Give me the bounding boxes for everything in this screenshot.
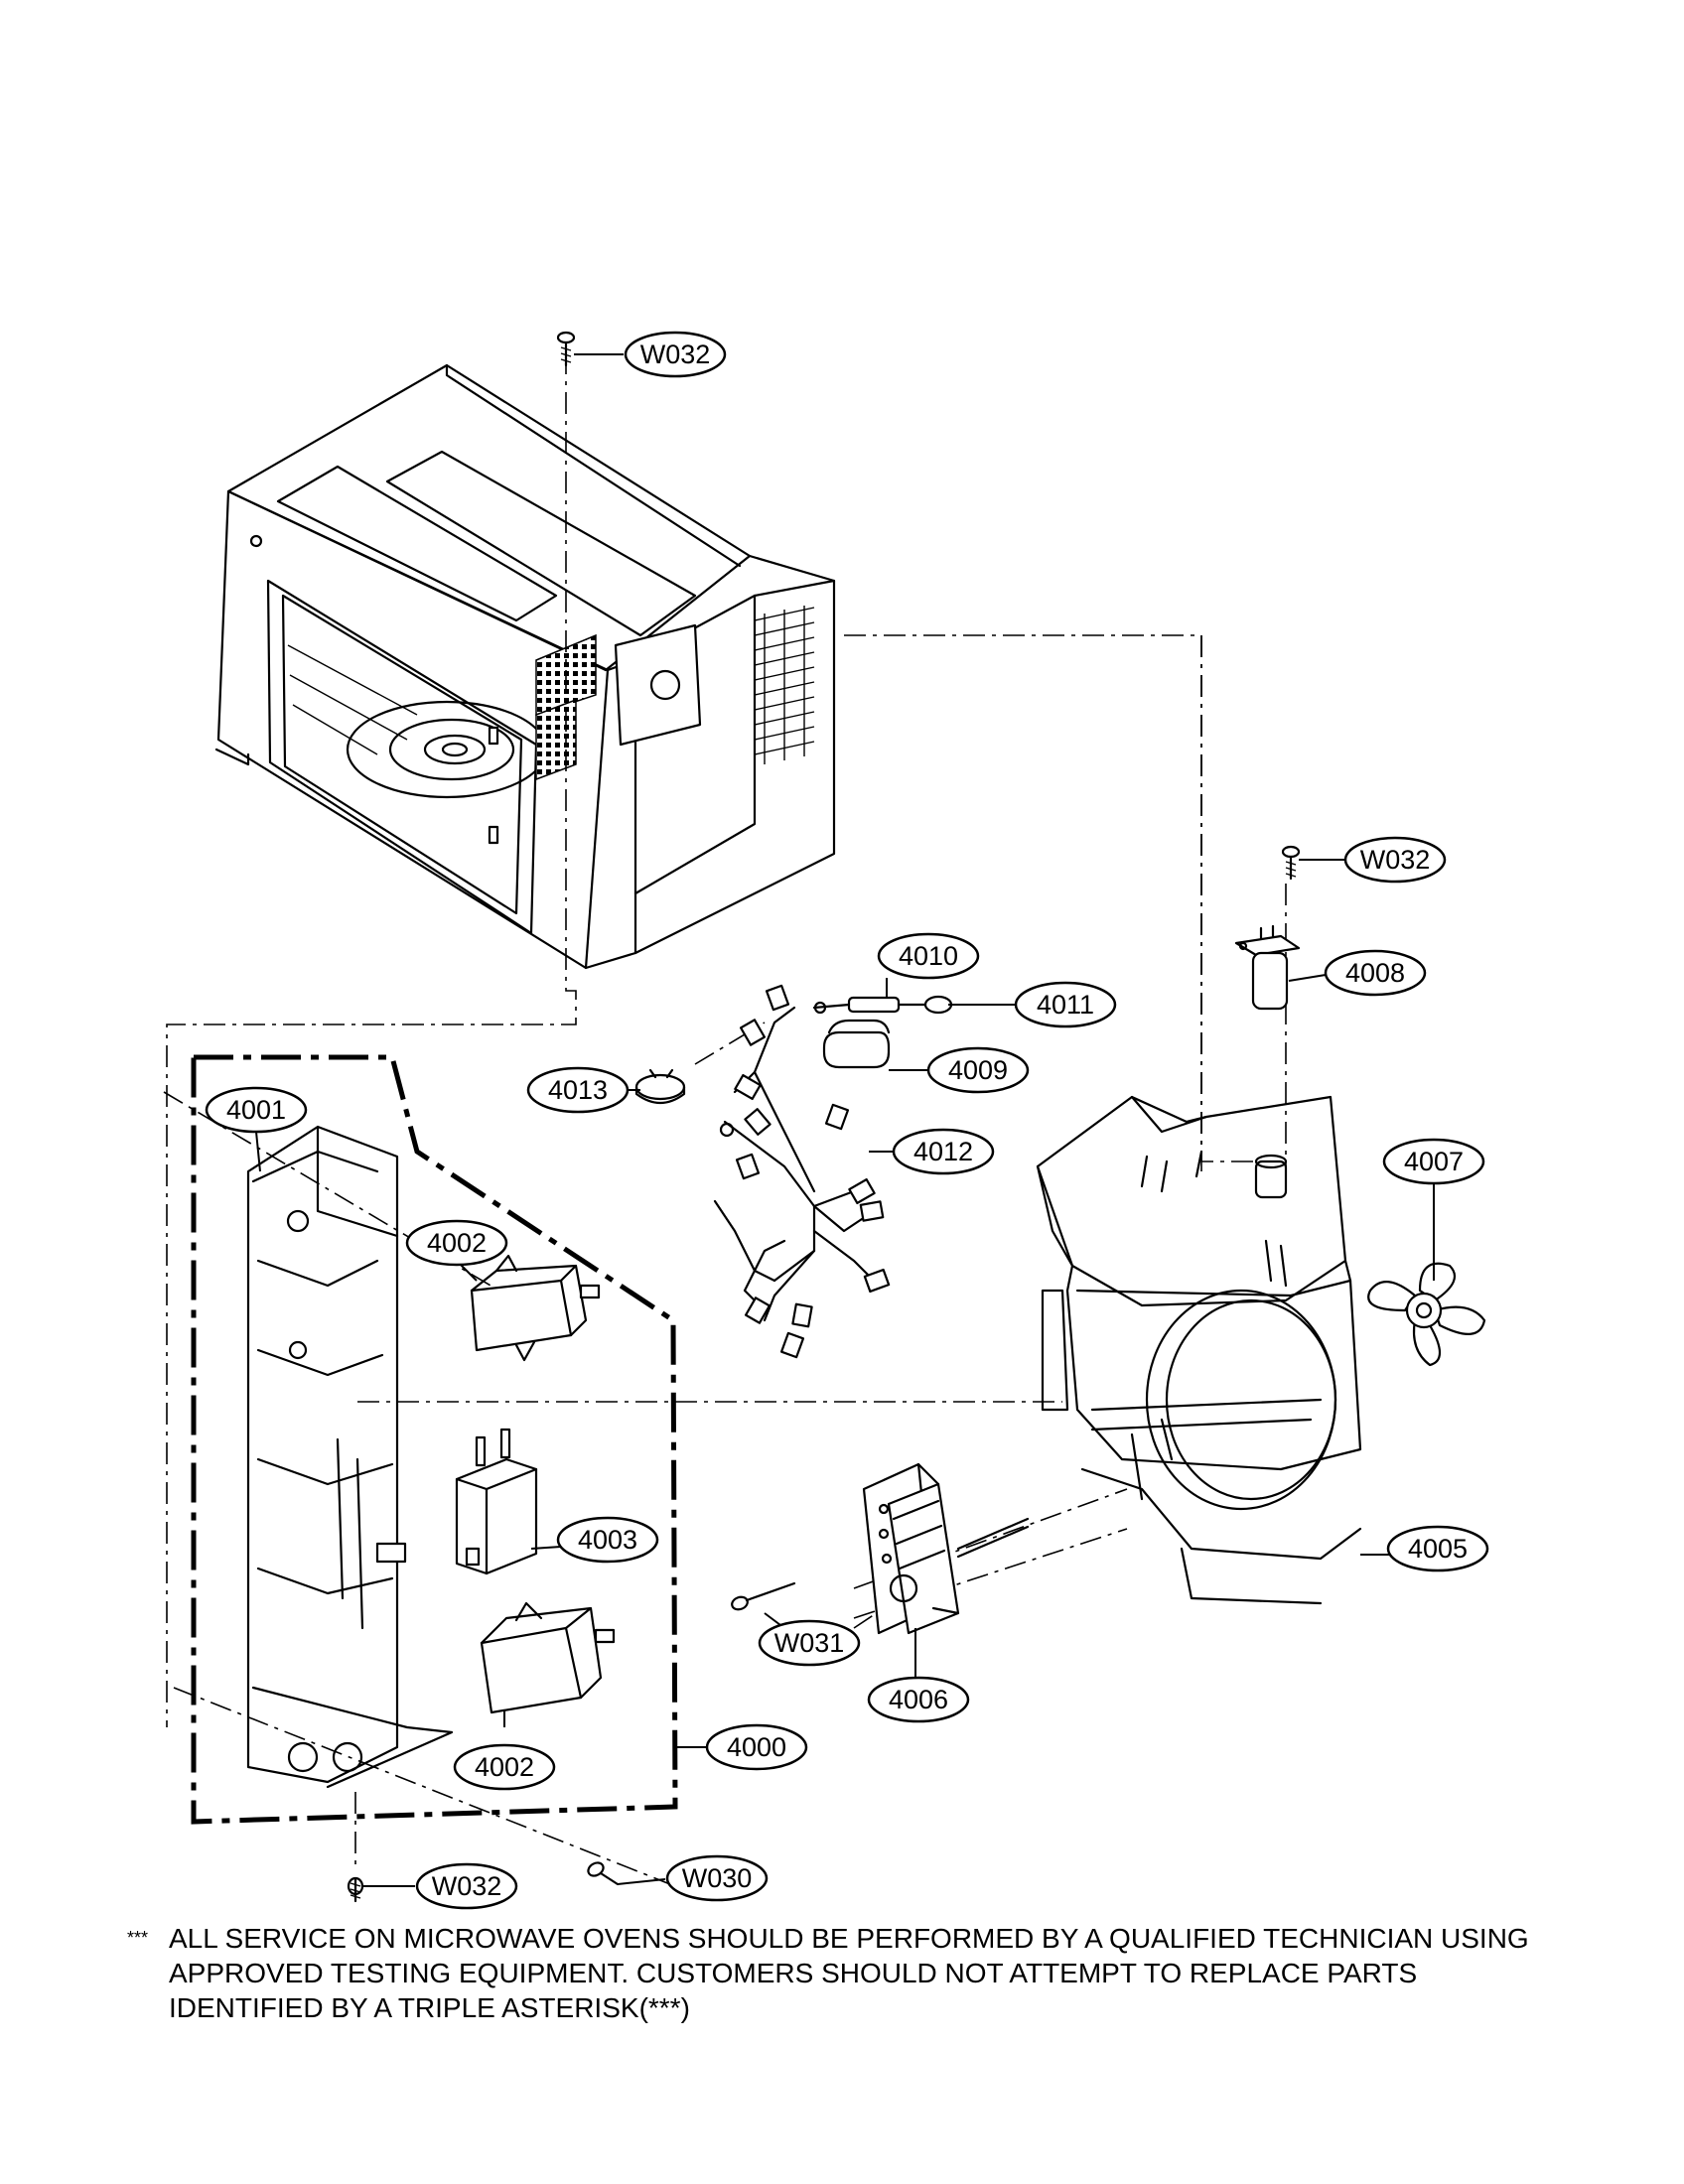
note-line-2: APPROVED TESTING EQUIPMENT. CUSTOMERS SH… bbox=[169, 1958, 1418, 1988]
svg-text:4001: 4001 bbox=[226, 1095, 286, 1125]
svg-text:4009: 4009 bbox=[948, 1055, 1008, 1085]
svg-text:4006: 4006 bbox=[889, 1685, 948, 1714]
callout-w032-top: W032 bbox=[624, 331, 727, 378]
switch-4003 bbox=[455, 1428, 538, 1575]
svg-text:W031: W031 bbox=[774, 1628, 845, 1658]
callout-4012: 4012 bbox=[892, 1128, 995, 1175]
screw-w030 bbox=[587, 1861, 620, 1886]
callout-4002-bottom: 4002 bbox=[453, 1743, 556, 1791]
screw-w031 bbox=[731, 1581, 796, 1611]
triple-asterisk-marker: *** bbox=[127, 1928, 149, 1948]
callout-4000: 4000 bbox=[705, 1723, 808, 1771]
wire-harness-4012 bbox=[713, 984, 891, 1359]
callout-4006: 4006 bbox=[867, 1676, 970, 1723]
svg-text:4013: 4013 bbox=[548, 1075, 608, 1105]
screw-w032-bottom bbox=[347, 1876, 364, 1903]
thermostat-4013 bbox=[634, 1068, 686, 1105]
callout-4002-top: 4002 bbox=[405, 1219, 508, 1267]
callout-4010: 4010 bbox=[877, 932, 980, 980]
screw-w032-right bbox=[1281, 845, 1301, 881]
assembly-4000-boundary bbox=[191, 1054, 678, 1825]
assembly-lines bbox=[163, 352, 1287, 1887]
callout-w031: W031 bbox=[758, 1619, 861, 1667]
callout-4011: 4011 bbox=[1014, 981, 1117, 1028]
latch-board-4001 bbox=[246, 1125, 454, 1789]
screw-w032-top bbox=[556, 331, 576, 367]
callout-4005: 4005 bbox=[1386, 1525, 1489, 1572]
callout-4009: 4009 bbox=[926, 1046, 1030, 1094]
svg-text:4011: 4011 bbox=[1037, 990, 1094, 1020]
svg-text:4008: 4008 bbox=[1345, 958, 1405, 988]
oven-cavity-frame bbox=[214, 363, 836, 970]
transformer-4006 bbox=[862, 1462, 1030, 1635]
callout-4003: 4003 bbox=[556, 1516, 659, 1564]
svg-text:W032: W032 bbox=[640, 340, 711, 369]
callout-w030: W030 bbox=[665, 1854, 769, 1902]
callout-4013: 4013 bbox=[526, 1066, 630, 1114]
service-warning-note: *** ALL SERVICE ON MICROWAVE OVENS SHOULD… bbox=[127, 1921, 1597, 2025]
note-line-1: ALL SERVICE ON MICROWAVE OVENS SHOULD BE… bbox=[169, 1923, 1529, 1954]
svg-text:4010: 4010 bbox=[899, 941, 958, 971]
capacitor-4008 bbox=[1234, 924, 1301, 1011]
callout-4007: 4007 bbox=[1382, 1138, 1485, 1185]
leader-lines bbox=[255, 353, 1435, 1887]
svg-text:4012: 4012 bbox=[913, 1137, 973, 1166]
svg-text:4005: 4005 bbox=[1408, 1534, 1468, 1564]
svg-text:W032: W032 bbox=[432, 1871, 502, 1901]
switch-4002-top bbox=[470, 1254, 601, 1362]
svg-text:W030: W030 bbox=[682, 1863, 753, 1893]
vent-louvres bbox=[754, 606, 815, 764]
svg-text:4003: 4003 bbox=[578, 1525, 637, 1555]
callout-4001: 4001 bbox=[205, 1086, 308, 1134]
svg-text:W032: W032 bbox=[1360, 845, 1431, 875]
svg-text:4002: 4002 bbox=[475, 1752, 534, 1782]
note-line-3: IDENTIFIED BY A TRIPLE ASTERISK(***) bbox=[169, 1992, 690, 2023]
svg-text:4007: 4007 bbox=[1404, 1147, 1464, 1176]
fan-blade-4007 bbox=[1367, 1262, 1486, 1367]
svg-text:4000: 4000 bbox=[727, 1732, 786, 1762]
fuse-holder-4009 bbox=[822, 1019, 891, 1069]
callout-4008: 4008 bbox=[1324, 949, 1427, 997]
callout-w032-right: W032 bbox=[1343, 836, 1447, 884]
svg-text:4002: 4002 bbox=[427, 1228, 487, 1258]
air-guide-4005 bbox=[1036, 1095, 1362, 1605]
switch-4002-bottom bbox=[480, 1601, 616, 1714]
fuse-4010-4011 bbox=[812, 995, 953, 1015]
callout-w032-bottom: W032 bbox=[415, 1862, 518, 1910]
